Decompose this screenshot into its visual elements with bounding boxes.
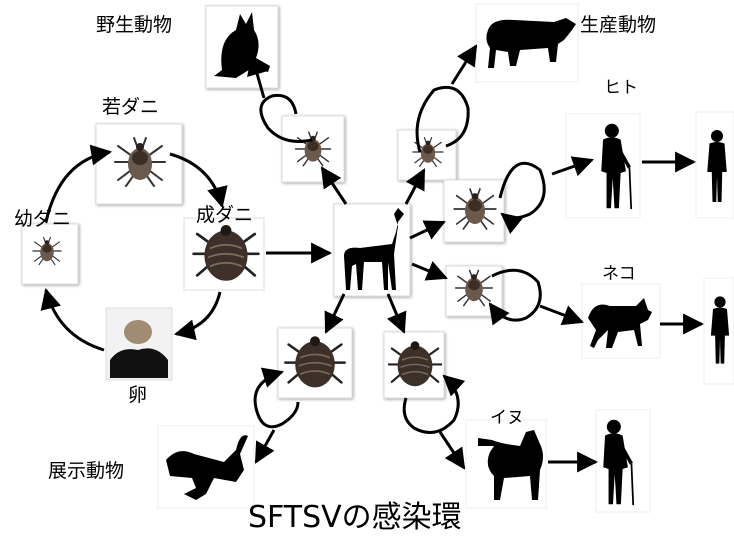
adult-to-egg-arrow	[176, 292, 220, 334]
zoo-loop-arrow	[256, 430, 274, 462]
egg-photo	[106, 308, 172, 380]
dog-loop-arrow	[440, 432, 464, 468]
larva-photo	[22, 224, 78, 284]
wild-animals-label: 野生動物	[96, 16, 172, 35]
dog-photo	[466, 420, 546, 508]
cat-loop-arrow	[540, 306, 582, 322]
nymph-photo	[96, 124, 182, 204]
deer-photo	[334, 204, 410, 296]
adult-tick-label: 成ダニ	[196, 206, 253, 225]
human-label: ヒト	[604, 80, 638, 97]
adult-tick-photo	[184, 218, 264, 290]
human-photo-4	[596, 410, 650, 512]
wild-tick-photo	[282, 116, 344, 182]
nymph-label: 若ダニ	[102, 98, 159, 117]
cat-photo	[582, 284, 660, 358]
livestock-label: 生産動物	[580, 16, 656, 35]
egg-label: 卵	[128, 386, 147, 405]
egg-to-larva-arrow	[46, 290, 104, 350]
zoo-animals-label: 展示動物	[48, 462, 124, 481]
wild-animal-photo	[206, 6, 278, 88]
livestock-photo	[476, 4, 578, 82]
livestock-loop-arrow	[452, 46, 476, 84]
diagram-title: SFTSVの感染環	[248, 503, 462, 533]
deer-to-zoo-tick-arrow	[326, 294, 344, 332]
human-tick-photo	[444, 180, 504, 242]
cat-label: ネコ	[602, 266, 636, 283]
deer-to-dog-tick-arrow	[388, 294, 404, 332]
livestock-tick-photo	[398, 130, 456, 180]
zoo-animal-photo	[158, 426, 254, 508]
human-photo-2	[696, 112, 734, 218]
larva-label: 幼ダニ	[14, 210, 71, 229]
zoo-tick-photo	[278, 328, 352, 398]
dog-label: イヌ	[490, 410, 524, 427]
deer-to-human-tick-arrow	[410, 222, 444, 238]
human-loop	[500, 163, 544, 218]
human-photo-3	[704, 278, 734, 384]
dog-tick-photo	[384, 332, 444, 398]
deer-to-cat-tick-arrow	[412, 264, 446, 278]
